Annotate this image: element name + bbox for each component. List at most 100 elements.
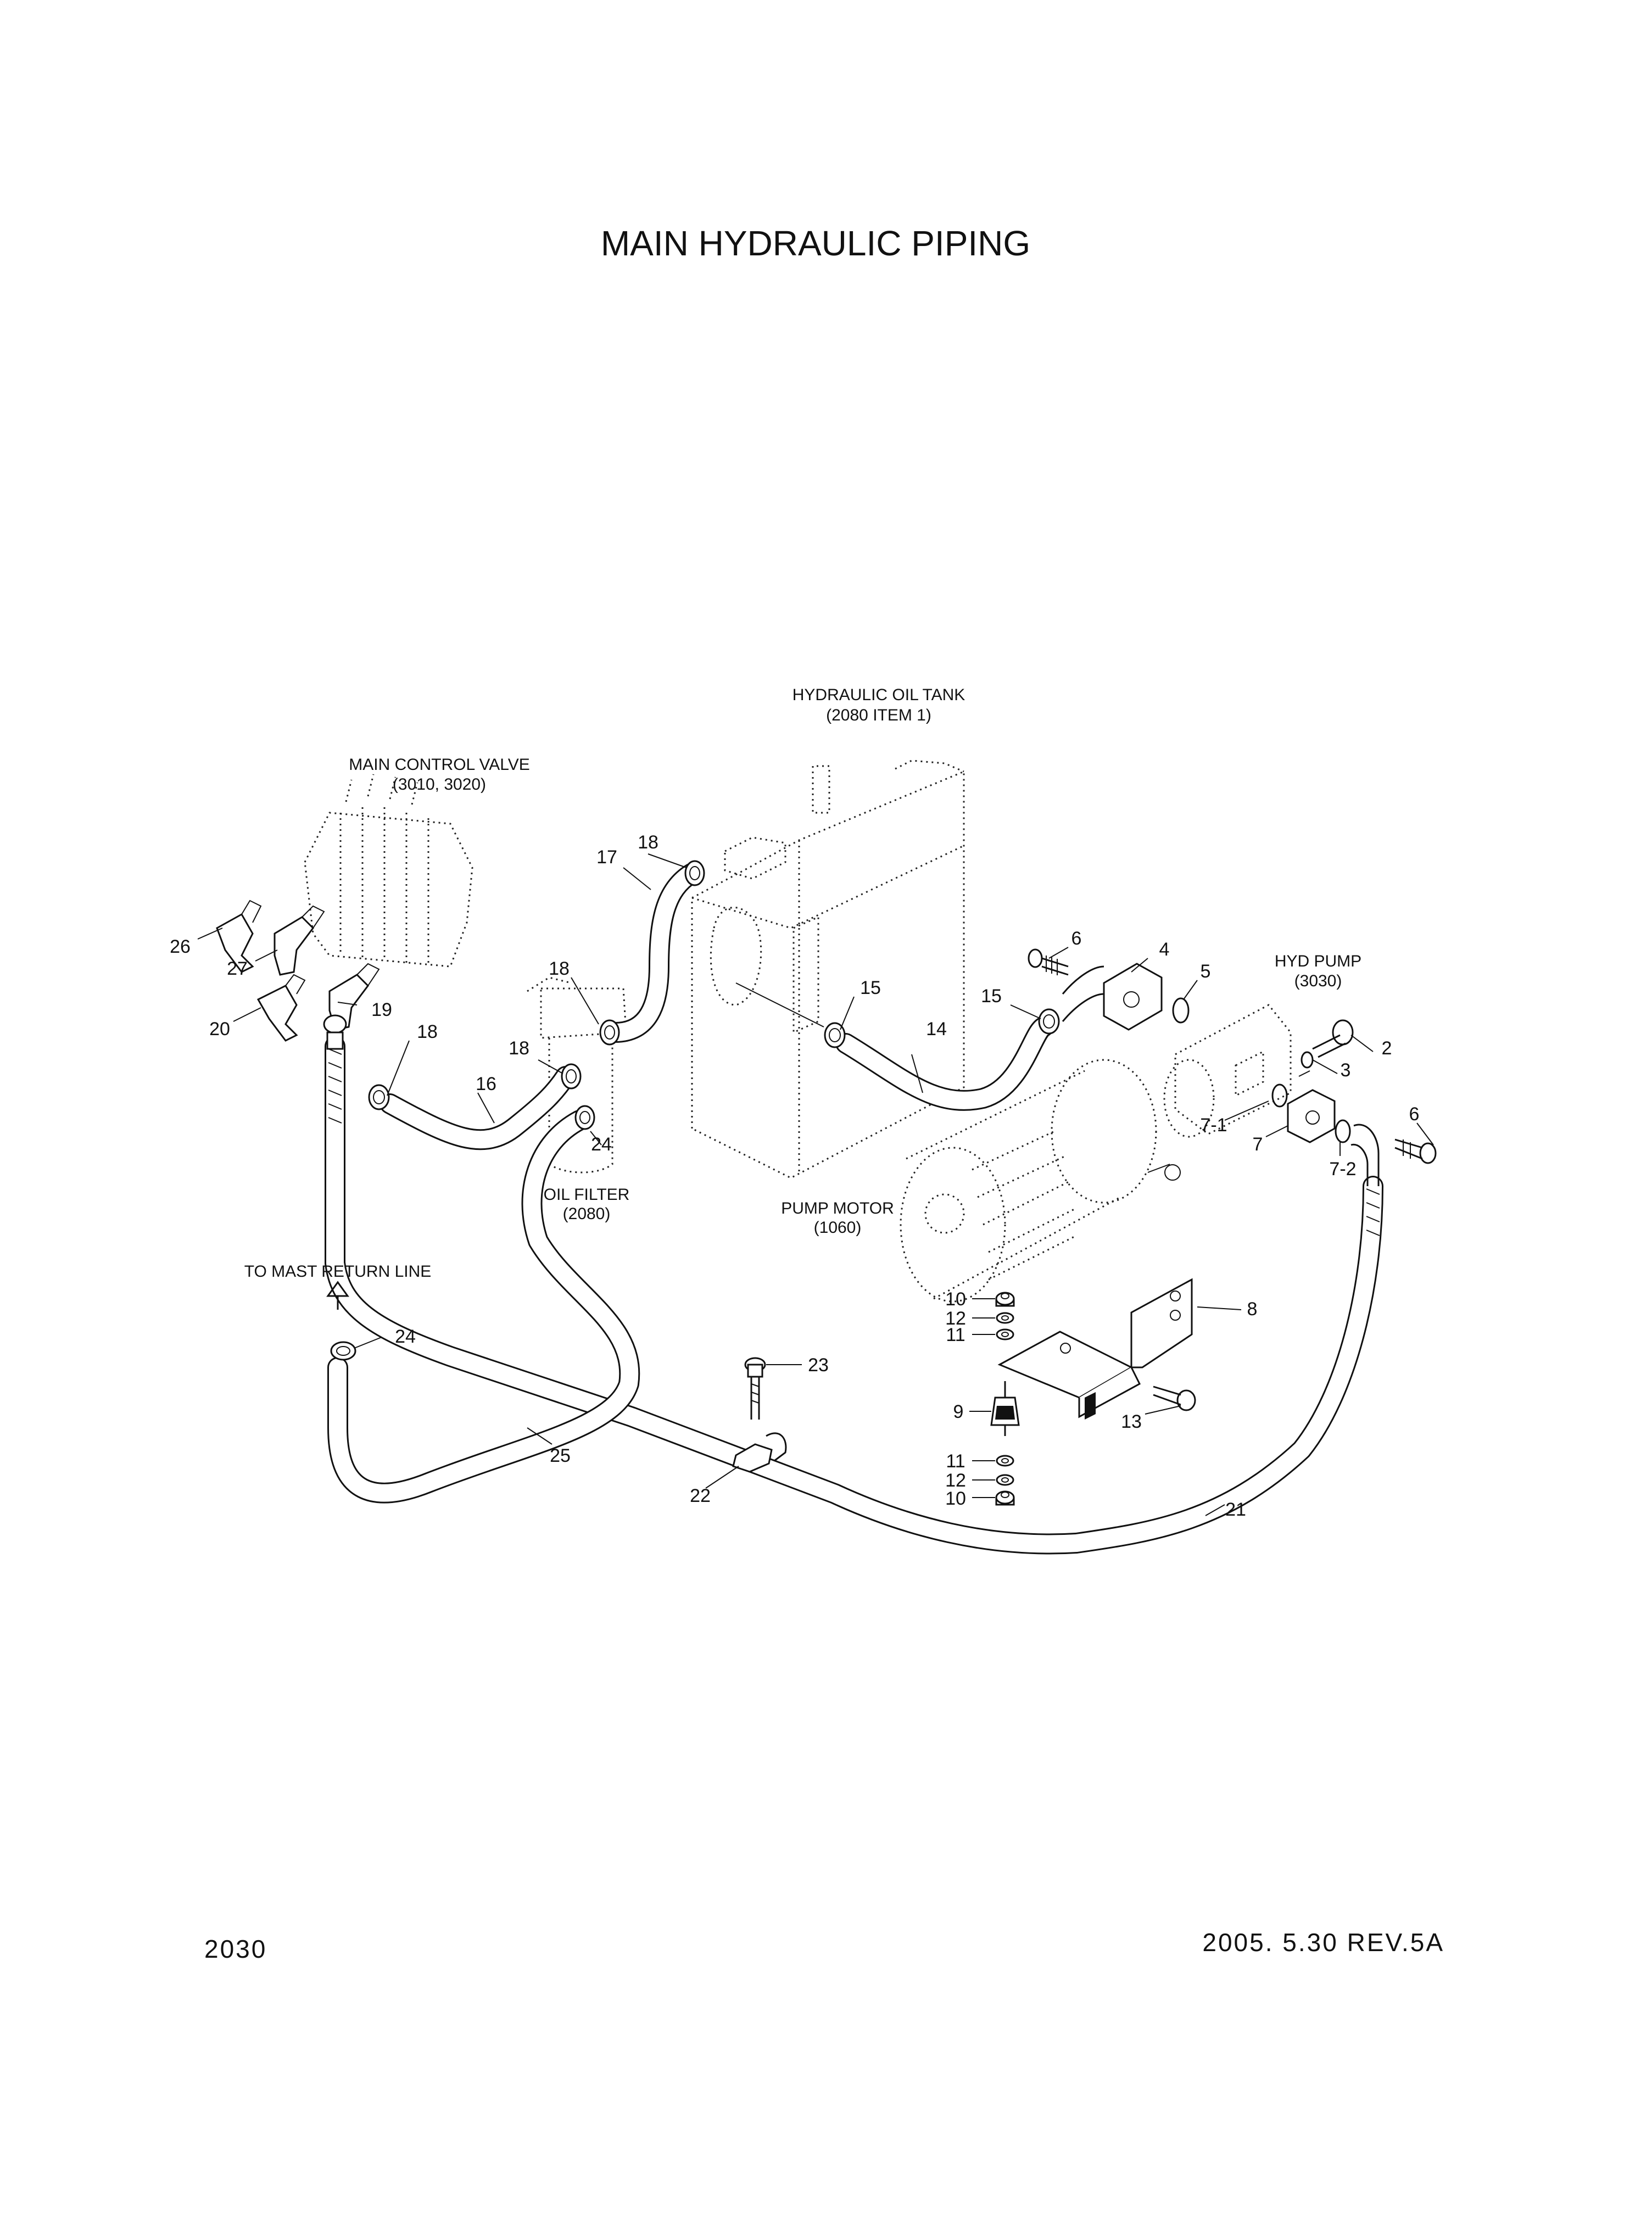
washer-11-upper <box>996 1328 1014 1340</box>
bolt-6-lower <box>1394 1138 1437 1164</box>
elbow-20 <box>256 974 306 1042</box>
clamp-24-filter <box>574 1105 595 1130</box>
flange-7 <box>1287 1089 1336 1143</box>
callout-7-2: 7-2 <box>1329 1159 1356 1180</box>
callout-12-lower: 12 <box>945 1470 966 1491</box>
o-ring-7-2 <box>1335 1119 1351 1143</box>
tank-ref: (2080 ITEM 1) <box>826 706 931 724</box>
callout-7: 7 <box>1253 1134 1263 1155</box>
o-ring-5 <box>1172 997 1190 1024</box>
washer-12-lower <box>996 1474 1014 1486</box>
hose-25 <box>327 1110 640 1504</box>
callout-11-lower: 11 <box>946 1451 965 1472</box>
pump-port-line <box>1298 1070 1310 1077</box>
elbow-pump-outlet <box>1350 1124 1380 1186</box>
clip-22 <box>732 1432 787 1473</box>
callout-4: 4 <box>1159 939 1170 960</box>
hose-21 <box>325 1036 1383 1555</box>
callout-10-upper: 10 <box>945 1289 966 1310</box>
clamp-15-pump <box>1038 1008 1060 1035</box>
callout-14: 14 <box>926 1019 947 1040</box>
pump-motor <box>900 1059 1157 1303</box>
o-ring-7-1 <box>1271 1083 1288 1108</box>
revision-stamp: 2005. 5.30 REV.5A <box>1202 1928 1444 1957</box>
callout-3: 3 <box>1341 1060 1351 1081</box>
callout-12-upper: 12 <box>945 1308 966 1329</box>
callout-25: 25 <box>550 1445 571 1466</box>
clamp-15-tank <box>824 1022 846 1048</box>
callout-19: 19 <box>371 999 392 1020</box>
callout-13: 13 <box>1121 1411 1142 1432</box>
callout-11-upper: 11 <box>946 1325 965 1345</box>
callout-22: 22 <box>690 1485 711 1506</box>
mast-return-label: TO MAST RETURN LINE <box>244 1262 432 1281</box>
motor-ref: (1060) <box>814 1219 862 1237</box>
callout-2: 2 <box>1382 1038 1392 1059</box>
washer-12-upper <box>996 1312 1014 1324</box>
callout-6-lower: 6 <box>1409 1104 1420 1125</box>
callout-26: 26 <box>170 936 191 957</box>
callout-18-tank: 18 <box>638 832 658 853</box>
callout-17: 17 <box>596 847 617 868</box>
page-title: MAIN HYDRAULIC PIPING <box>601 224 1030 263</box>
callout-9: 9 <box>953 1401 964 1422</box>
leader-lines <box>197 853 1434 1516</box>
clamp-18-tank <box>684 860 705 886</box>
clamp-18-hose16 <box>368 1084 390 1110</box>
bolt-6-upper <box>1028 948 1069 976</box>
hydraulic-oil-tank <box>691 759 965 1179</box>
pump-ref: (3030) <box>1294 972 1342 990</box>
flange-4 <box>1062 963 1163 1031</box>
up-arrow-icon <box>326 1281 349 1310</box>
valve-ref: (3010, 3020) <box>393 775 486 794</box>
filter-ref: (2080) <box>563 1205 611 1223</box>
motor-label: PUMP MOTOR <box>781 1199 894 1217</box>
washer-11-lower <box>996 1455 1014 1467</box>
elbow-27 <box>274 905 325 976</box>
clamp-24-mast <box>330 1341 356 1361</box>
callout-18-filter: 18 <box>549 958 570 979</box>
callout-8: 8 <box>1247 1299 1258 1320</box>
washer-3 <box>1301 1051 1314 1069</box>
nut-10-lower <box>995 1490 1015 1506</box>
callout-24-filter: 24 <box>591 1134 612 1155</box>
callout-16: 16 <box>476 1074 496 1094</box>
hose-14 <box>835 1016 1054 1111</box>
clamp-18-filter-side <box>561 1063 582 1090</box>
callout-15-tank: 15 <box>860 977 881 998</box>
tank-suction-line <box>735 982 824 1027</box>
main-control-valve <box>304 774 473 968</box>
callout-20: 20 <box>209 1019 230 1040</box>
page-number: 2030 <box>204 1935 267 1963</box>
callout-6-upper: 6 <box>1071 928 1082 949</box>
tank-label: HYDRAULIC OIL TANK <box>792 686 965 704</box>
hyd-pump <box>1163 1004 1292 1181</box>
callout-24-mast: 24 <box>395 1326 416 1347</box>
hose-21-end-fitting <box>323 1014 347 1050</box>
elbow-26 <box>216 900 262 973</box>
callout-5: 5 <box>1201 961 1211 982</box>
pump-shaft-line <box>1147 1164 1170 1173</box>
callout-7-1: 7-1 <box>1200 1115 1227 1136</box>
callout-27: 27 <box>227 958 248 979</box>
bolt-13 <box>1153 1386 1196 1411</box>
callout-18-hose16: 18 <box>417 1021 438 1042</box>
callout-21: 21 <box>1225 1499 1246 1520</box>
hose-16 <box>379 1066 576 1150</box>
callout-18-filter-side: 18 <box>509 1038 529 1059</box>
callout-23: 23 <box>808 1355 829 1376</box>
pump-label: HYD PUMP <box>1275 952 1361 970</box>
valve-label: MAIN CONTROL VALVE <box>349 756 530 774</box>
filter-label: OIL FILTER <box>544 1186 630 1204</box>
mount-9 <box>990 1381 1020 1436</box>
bolt-23 <box>744 1357 766 1420</box>
callout-15-pump: 15 <box>981 986 1002 1007</box>
clamp-18-filter-top <box>599 1019 620 1046</box>
callout-numbers: 18 17 18 18 16 18 24 15 15 14 6 4 5 2 3 … <box>170 832 1419 1520</box>
bolt-2 <box>1312 1019 1354 1058</box>
bracket-8 <box>997 1278 1193 1420</box>
nut-10-upper <box>995 1292 1015 1307</box>
callout-10-lower: 10 <box>945 1488 966 1509</box>
hose-17 <box>605 863 702 1043</box>
